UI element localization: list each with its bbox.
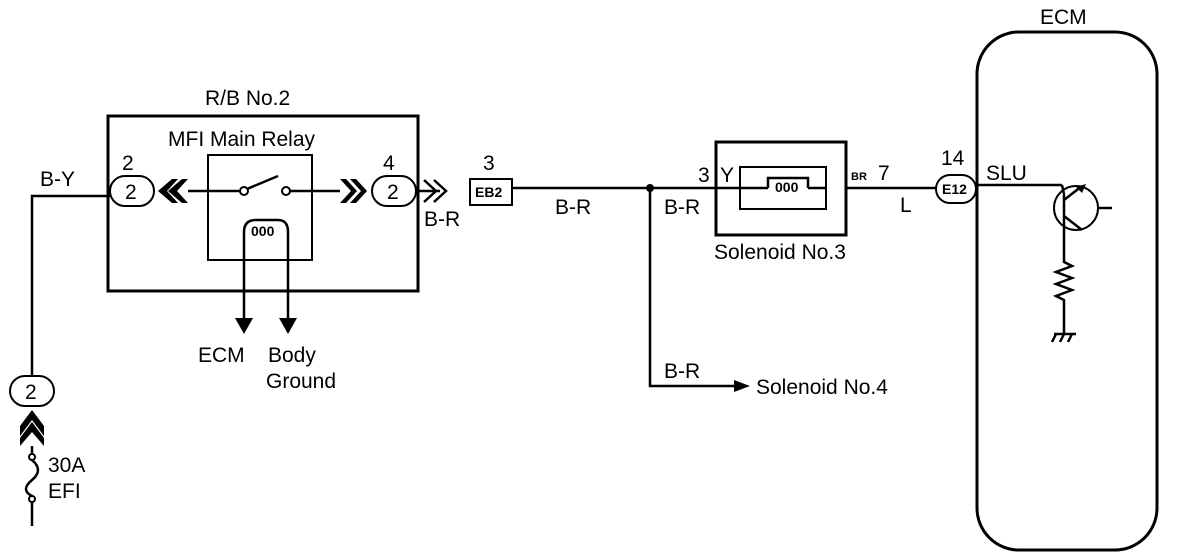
relay-coil-label: 000 — [251, 223, 275, 239]
relay-out-ground-label: Ground — [266, 370, 336, 393]
solenoid3-coil-label: 000 — [775, 179, 799, 195]
ecm-transistor — [977, 183, 1112, 343]
relay-switch-icon — [188, 174, 340, 196]
solenoid3: 3 Y BR 7 000 Solenoid No.3 — [698, 140, 890, 264]
relay-ecm-arrow-icon — [235, 318, 253, 334]
relay-out-ecm-label: ECM — [198, 344, 245, 367]
relay-right-chevron-icon — [340, 179, 367, 203]
wire-relay-to-eb2: B-R — [416, 179, 460, 231]
wire-br-branch-label: B-R — [664, 196, 700, 219]
solenoid3-pin-out: 7 — [878, 162, 890, 185]
wire-br-relay-label: B-R — [424, 208, 460, 231]
fuse-element-icon — [24, 459, 40, 498]
fuse-bottom-terminal-icon — [28, 495, 36, 503]
relay-inner-box — [207, 154, 313, 261]
wire-solenoid3-to-ecm: L E12 — [846, 174, 977, 217]
solenoid3-wire-out-color: BR — [851, 171, 867, 183]
fuse-top-terminal-icon — [28, 453, 36, 461]
relay-pin-left-connector: 2 — [125, 181, 137, 204]
ecm-unit: ECM 14 SLU — [941, 6, 1159, 552]
fuse-connector-number: 2 — [25, 381, 37, 404]
solenoid3-coil-icon: 000 — [740, 176, 826, 195]
junction-connector-label: EB2 — [475, 184, 502, 200]
eb2-chevron-icon — [423, 179, 448, 203]
wire-br-mid-label: B-R — [555, 196, 591, 219]
relay-ground-arrow-icon — [279, 318, 297, 334]
solenoid4-label: Solenoid No.4 — [756, 376, 888, 399]
solenoid3-name: Solenoid No.3 — [714, 241, 846, 264]
ecm-signal-label: SLU — [986, 162, 1027, 185]
junction-pin-number: 3 — [483, 152, 495, 175]
relay-pin-left-number: 2 — [122, 152, 134, 175]
relay-pin-right-connector: 2 — [387, 181, 399, 204]
solenoid3-pin-in: 3 — [698, 164, 710, 187]
ecm-title: ECM — [1040, 6, 1087, 29]
ecm-connector-label: E12 — [942, 181, 967, 197]
wire-l-label: L — [900, 194, 912, 217]
ecm-pin-number: 14 — [941, 147, 965, 170]
solenoid3-wire-in-color: Y — [720, 164, 734, 187]
junction-eb2: EB2 3 — [469, 152, 513, 206]
fuse-feed: B-Y 2 30A EFI — [9, 168, 110, 526]
wire-eb2-to-solenoid3: B-R B-R B-R Solenoid No.4 — [512, 184, 888, 399]
relay-out-body-label: Body — [268, 344, 316, 367]
wire-by-label: B-Y — [40, 168, 75, 191]
relay-left-chevron-icon — [158, 179, 188, 203]
relay-name: MFI Main Relay — [168, 128, 316, 151]
fuse-rating-label: 30A — [48, 454, 85, 477]
relay-block-title: R/B No.2 — [205, 87, 290, 110]
relay-pin-right-number: 4 — [383, 152, 395, 175]
fuse-name-label: EFI — [48, 480, 81, 503]
wire-br-lower-label: B-R — [664, 360, 700, 383]
relay-coil-icon: 000 — [235, 218, 297, 334]
relay-block: R/B No.2 MFI Main Relay 2 2 4 2 000 EC — [106, 87, 420, 393]
fuse-chevron-icon — [20, 410, 44, 446]
solenoid4-arrow-icon — [734, 380, 750, 392]
